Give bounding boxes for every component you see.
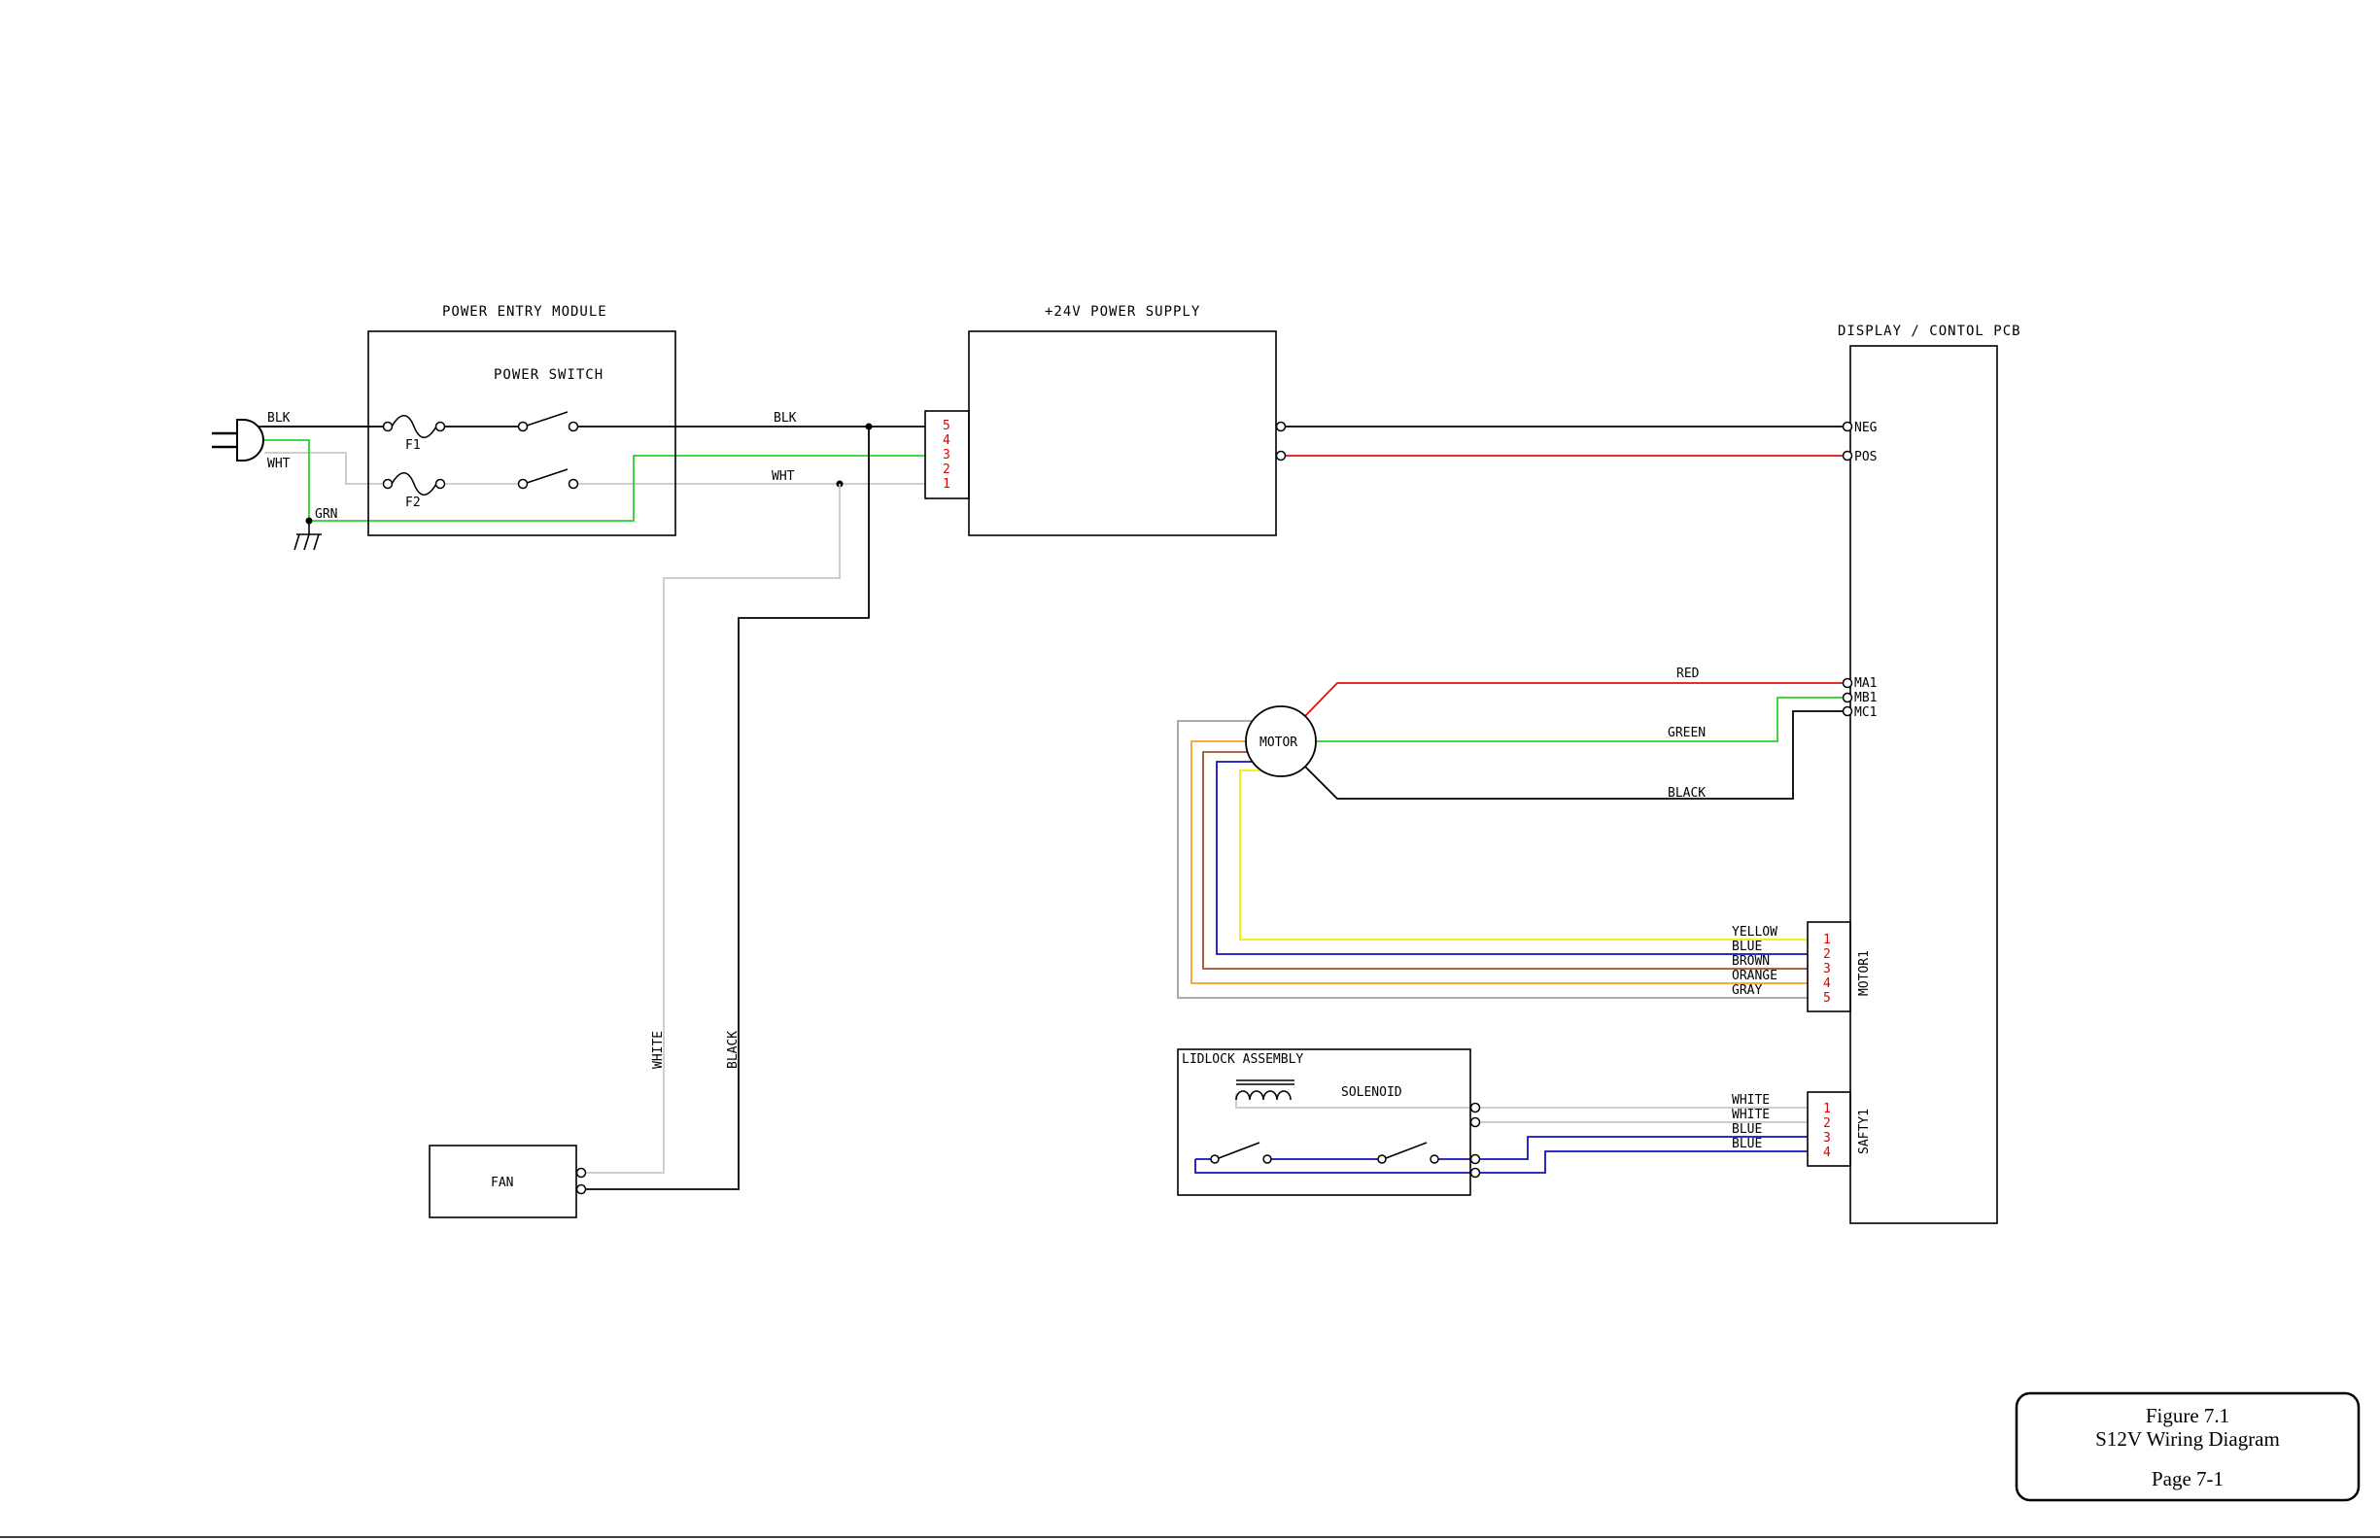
plug-wht-label: WHT xyxy=(267,457,291,471)
motor1-wire-label: BLUE xyxy=(1732,940,1762,954)
solenoid-coil-icon xyxy=(1235,1079,1294,1101)
safety-pins: 1 2 3 4 xyxy=(1823,1102,1831,1160)
fan-box xyxy=(429,1145,577,1218)
motor1-pin: 2 xyxy=(1823,947,1831,962)
psu-pin: 1 xyxy=(943,477,950,492)
safety-pin: 1 xyxy=(1823,1102,1831,1116)
fan-white-label: WHITE xyxy=(651,1031,666,1069)
safety-wire-label: WHITE xyxy=(1732,1108,1770,1122)
motor1-pin: 4 xyxy=(1823,976,1831,991)
page-number: Page 7-1 xyxy=(2152,1467,2224,1490)
diagram-title: S12V Wiring Diagram xyxy=(2095,1427,2280,1451)
power-entry-module xyxy=(367,330,676,536)
motor-black-wire xyxy=(1303,710,1843,800)
fan-white-wire xyxy=(579,480,844,1174)
psu-neg-terminal xyxy=(1275,421,1287,432)
solenoid-label: SOLENOID xyxy=(1341,1085,1402,1100)
motor-label: MOTOR xyxy=(1259,736,1297,750)
motor1-connector xyxy=(1807,921,1851,1012)
switch-contact-1-icon xyxy=(517,411,579,432)
lidlock-title: LIDLOCK ASSEMBLY xyxy=(1182,1052,1303,1067)
plug-grn-label: GRN xyxy=(315,507,337,522)
figure-number: Figure 7.1 xyxy=(2146,1404,2229,1427)
fuse-f1-label: F1 xyxy=(405,438,421,453)
safety-pin: 4 xyxy=(1823,1146,1831,1160)
psu-connector-pins: 5 4 3 2 1 xyxy=(943,419,950,492)
motor1-wire-label: YELLOW xyxy=(1732,925,1777,940)
safety-connector xyxy=(1807,1091,1851,1167)
lidlock-switch-2-icon xyxy=(1377,1142,1439,1164)
motor-red-label: RED xyxy=(1676,667,1700,681)
switch-contact-2-icon xyxy=(517,468,579,490)
motor-black-label: BLACK xyxy=(1668,786,1706,801)
fan-terminal xyxy=(575,1167,587,1179)
lidlock-switch-1-icon xyxy=(1210,1142,1272,1164)
motor-sensor-wires xyxy=(1177,720,1808,999)
pcb-neg-label: NEG xyxy=(1854,421,1878,435)
pcb-title: DISPLAY / CONTOL PCB xyxy=(1838,324,2021,339)
blk-wire-label: BLK xyxy=(774,411,797,426)
pcb-mc1-label: MC1 xyxy=(1854,705,1877,720)
motor1-wire-label: BROWN xyxy=(1732,954,1770,969)
pcb-box xyxy=(1849,345,1998,1224)
title-block xyxy=(2015,1391,2361,1502)
safety-wire-label: BLUE xyxy=(1732,1137,1762,1151)
ground-symbol xyxy=(293,517,322,551)
fan-label: FAN xyxy=(491,1176,513,1190)
pcb-ma1-label: MA1 xyxy=(1854,676,1877,691)
pcb-pos-label: POS xyxy=(1854,450,1877,464)
psu-pin: 2 xyxy=(943,462,950,477)
power-switch-title: POWER SWITCH xyxy=(494,367,604,383)
wht-wire-label: WHT xyxy=(772,469,795,484)
fuse-f2-icon xyxy=(382,471,446,496)
safety-wire-label: WHITE xyxy=(1732,1093,1770,1108)
power-plug-icon xyxy=(212,419,371,462)
grn-wire-path xyxy=(264,439,925,522)
motor1-pins: 1 2 3 4 5 xyxy=(1823,933,1831,1006)
power-entry-title: POWER ENTRY MODULE xyxy=(442,304,607,320)
fan-black-label: BLACK xyxy=(726,1031,741,1069)
psu-pin: 5 xyxy=(943,419,950,433)
safety-pin: 3 xyxy=(1823,1131,1831,1146)
safety-label: SAFTY1 xyxy=(1857,1109,1872,1154)
power-supply-box xyxy=(968,330,1277,536)
motor1-pin: 5 xyxy=(1823,991,1831,1006)
pcb-terminals: NEG POS MA1 MB1 MC1 xyxy=(1842,421,1878,720)
motor-green-wire xyxy=(1315,697,1843,742)
motor1-pin: 3 xyxy=(1823,962,1831,976)
lidlock-terminals xyxy=(1469,1102,1481,1179)
fan-black-wire xyxy=(579,423,873,1190)
psu-pos-terminal xyxy=(1275,450,1287,462)
motor-icon xyxy=(1245,705,1317,777)
pcb-mb1-label: MB1 xyxy=(1854,691,1877,705)
motor1-wire-labels: YELLOW BLUE BROWN ORANGE GRAY xyxy=(1732,925,1777,998)
fan-terminal xyxy=(575,1183,587,1195)
motor1-wire-label: GRAY xyxy=(1732,983,1762,998)
lidlock-wires xyxy=(1194,1093,1808,1174)
power-supply-title: +24V POWER SUPPLY xyxy=(1045,304,1200,320)
motor1-label: MOTOR1 xyxy=(1857,950,1872,996)
motor-red-wire xyxy=(1303,682,1843,718)
motor-green-label: GREEN xyxy=(1668,726,1706,740)
fuse-f2-label: F2 xyxy=(405,496,421,510)
safety-wire-labels: WHITE WHITE BLUE BLUE xyxy=(1732,1093,1770,1151)
motor1-wire-label: ORANGE xyxy=(1732,969,1777,983)
psu-pin: 3 xyxy=(943,448,950,462)
motor1-pin: 1 xyxy=(1823,933,1831,947)
fuse-f1-icon xyxy=(382,414,446,439)
wht-wire-path xyxy=(264,452,925,485)
plug-blk-label: BLK xyxy=(267,411,291,426)
psu-pin: 4 xyxy=(943,433,950,448)
safety-pin: 2 xyxy=(1823,1116,1831,1131)
safety-wire-label: BLUE xyxy=(1732,1122,1762,1137)
